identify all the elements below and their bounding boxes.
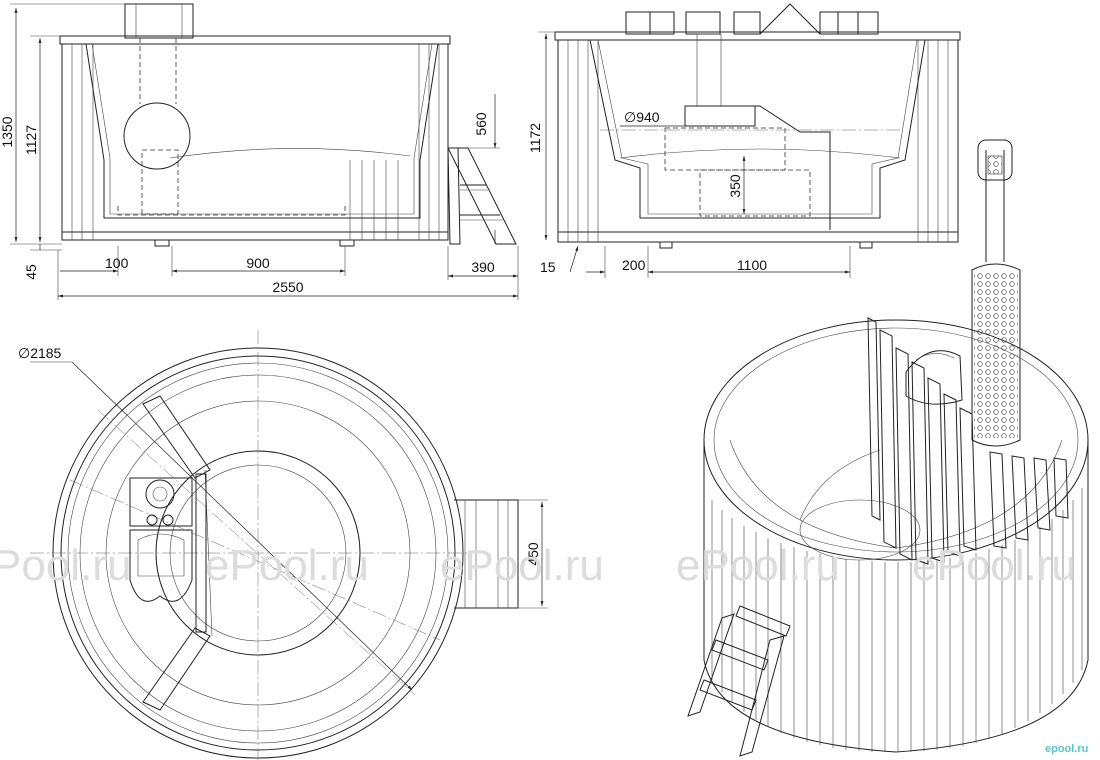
iso-ladder: [687, 605, 791, 757]
dim-side-height: 1172: [527, 123, 543, 153]
dim-front-tub-height: 1127: [23, 125, 39, 155]
watermark-2: ePool.ru: [440, 541, 604, 590]
dim-overall-width: 2550: [272, 279, 303, 295]
front-dimensions: 1350 1127 45 560 100 900 390 2550: [0, 3, 519, 300]
dim-side-bench-height: 350: [727, 174, 743, 198]
dim-front-step-height: 560: [473, 112, 489, 136]
side-liner: [589, 39, 926, 219]
dim-front-bench-width: 900: [246, 255, 270, 271]
front-view: [59, 3, 517, 247]
side-staves: [567, 40, 949, 242]
front-liner: [85, 43, 439, 219]
watermark-partial: Pool.ru: [0, 541, 131, 590]
iso-tub-body: [703, 440, 1089, 753]
iso-staves: [711, 488, 1083, 752]
iso-chimney: [971, 139, 1021, 447]
front-staves: [71, 44, 440, 240]
side-tub-body: [557, 39, 959, 243]
dim-plan-step-width: 450: [525, 542, 541, 566]
plan-view: ∅2185 450: [18, 330, 548, 760]
dim-front-bench-offset: 100: [105, 255, 129, 271]
isometric-view: [687, 139, 1089, 757]
side-rim: [554, 31, 961, 41]
dim-front-step-depth: 390: [471, 259, 495, 275]
dim-side-chimney-diameter: ∅940: [624, 109, 660, 125]
watermark-3: ePool.ru: [676, 541, 840, 590]
watermark-1: ePool.ru: [205, 541, 369, 590]
brand-logo: epool.ru: [1045, 743, 1088, 755]
dim-side-bench-offset: 200: [622, 257, 646, 273]
dim-plan-diameter: ∅2185: [18, 345, 62, 361]
dim-front-total-height: 1350: [0, 116, 15, 147]
side-dimensions: 1172 ∅940 350 15 200 1100: [527, 31, 851, 278]
iso-divider-staves: [867, 317, 1069, 565]
front-step-ladder: [447, 147, 517, 245]
dim-front-leg-height: 45: [23, 264, 39, 280]
dim-side-bench-width: 1100: [737, 257, 767, 273]
plan-step: [454, 499, 519, 609]
front-rim: [59, 35, 451, 45]
front-tub-body: [61, 43, 449, 241]
iso-stove-box: [905, 350, 963, 405]
watermark-4: ePool.ru: [912, 541, 1076, 590]
plan-bench-lower: [142, 627, 211, 711]
dim-side-offset: 15: [540, 259, 556, 275]
plan-bench-upper: [142, 395, 211, 479]
watermarks: Pool.ru ePool.ru ePool.ru ePool.ru ePool…: [0, 541, 1076, 590]
plan-stove: [129, 477, 193, 602]
front-stove-circle: [123, 102, 191, 170]
side-view: [554, 3, 961, 249]
side-chimney-top: [625, 3, 879, 35]
front-chimney-cap: [124, 3, 194, 39]
